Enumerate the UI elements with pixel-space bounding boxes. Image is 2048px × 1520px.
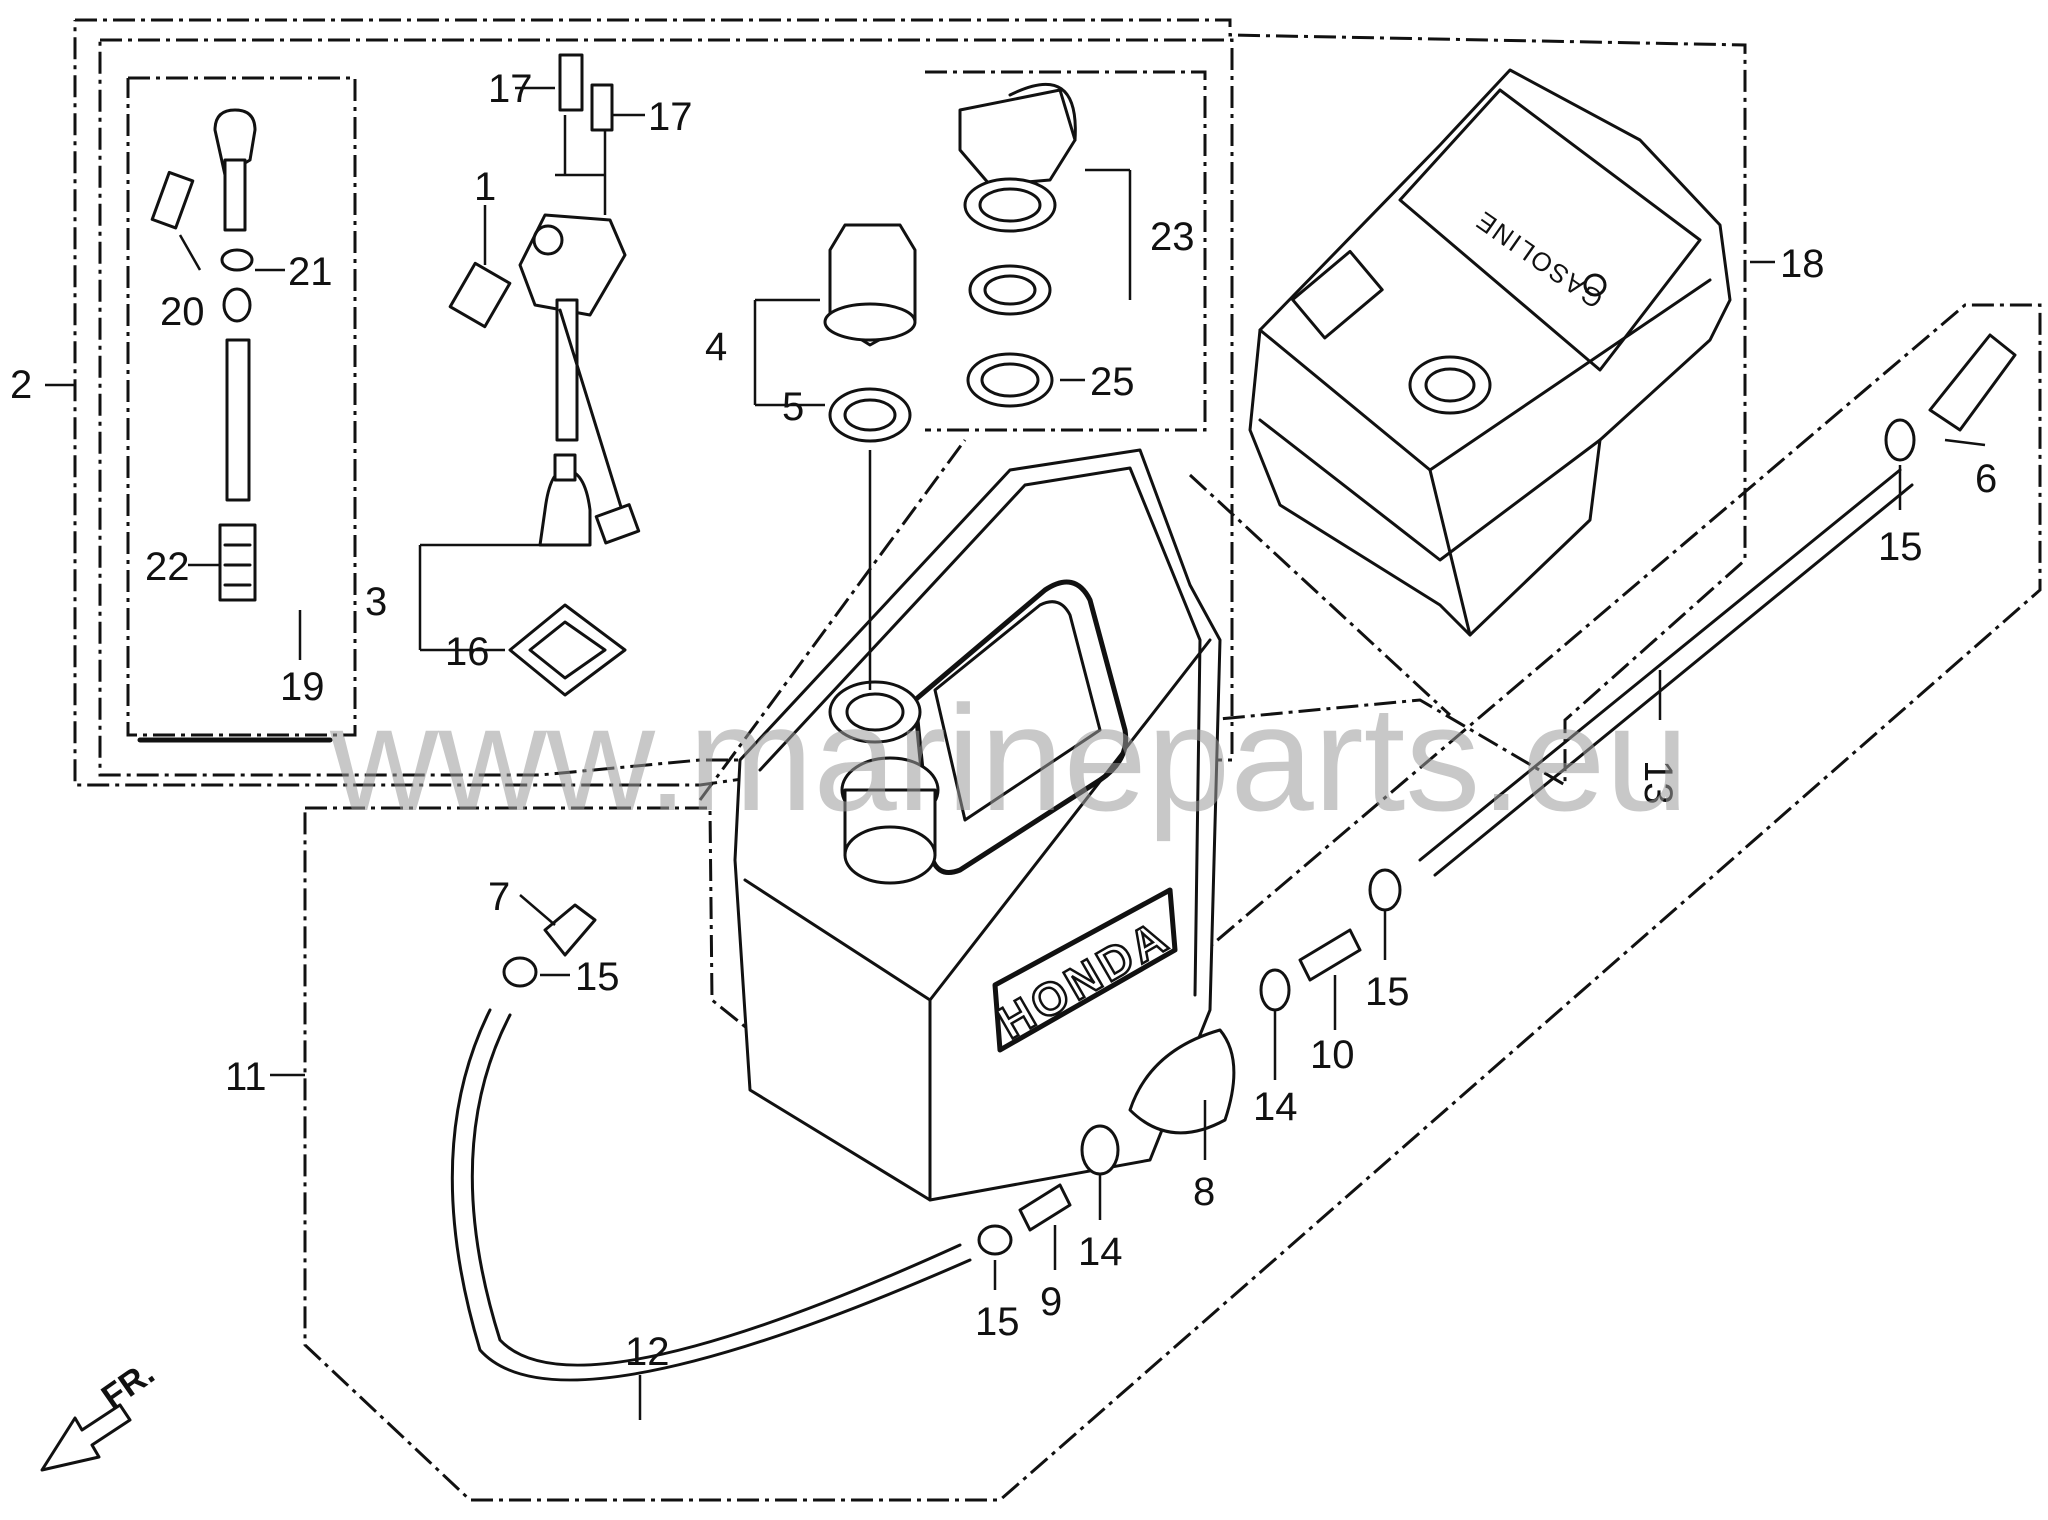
callout-4: 4	[705, 325, 727, 369]
callout-10: 10	[1310, 1033, 1355, 1077]
callout-17-right: 17	[648, 95, 693, 139]
callout-6: 6	[1975, 457, 1997, 501]
front-direction-marker: FR.	[40, 1354, 162, 1472]
callout-7: 7	[488, 875, 510, 919]
watermark: www.marineparts.eu	[329, 674, 1689, 842]
callout-19: 19	[280, 665, 325, 709]
callout-12: 12	[625, 1330, 670, 1374]
callout-20: 20	[160, 290, 205, 334]
callout-15-bottom: 15	[975, 1300, 1020, 1344]
group-outline-outer	[98, 38, 1234, 777]
callout-18: 18	[1780, 242, 1825, 286]
fuel-tank: HONDA	[733, 448, 1222, 1202]
callout-5: 5	[782, 385, 804, 429]
callout-1: 1	[474, 165, 496, 209]
callout-15-middle: 15	[1365, 970, 1410, 1014]
callout-15-top-right: 15	[1878, 525, 1923, 569]
callout-15-left: 15	[575, 955, 620, 999]
callout-9: 9	[1040, 1280, 1062, 1324]
front-arrow-icon	[40, 1403, 132, 1472]
fuel-gauge-assembly	[448, 53, 641, 697]
callout-16: 16	[445, 630, 490, 674]
callout-13: 13	[1636, 760, 1680, 805]
callout-23: 23	[1150, 215, 1195, 259]
leader-lines	[45, 86, 1986, 1420]
group-outline-tank-divider	[698, 439, 967, 801]
cover-emblem-icon	[1583, 273, 1607, 297]
fuel-line-assembly	[450, 333, 2017, 1382]
callout-2: 2	[10, 363, 32, 407]
callout-14-bottom: 14	[1078, 1230, 1123, 1274]
callout-21: 21	[288, 250, 333, 294]
callout-14-middle: 14	[1253, 1085, 1298, 1129]
group-outline-19	[126, 76, 357, 737]
callout-labels: 2 17 17 1 20 21 22 19 3 16 4 5 23 25 18 …	[10, 67, 1997, 1374]
tank-cover: GASOLINE	[1248, 68, 1732, 637]
fuel-cap-assembly	[958, 82, 1077, 408]
group-outline-23	[925, 70, 1207, 432]
front-direction-label: FR.	[95, 1354, 162, 1417]
callout-3: 3	[365, 580, 387, 624]
callout-8: 8	[1193, 1170, 1215, 1214]
callout-22: 22	[145, 545, 190, 589]
fuel-pickup-assembly	[137, 108, 333, 743]
group-outline-11	[303, 303, 2042, 1502]
callout-25: 25	[1090, 360, 1135, 404]
vent-cap-assembly	[823, 223, 917, 690]
group-outline-2	[73, 18, 1747, 788]
callout-17-left: 17	[488, 67, 533, 111]
group-outline-cover-divider	[1188, 473, 1452, 717]
callout-11: 11	[225, 1055, 267, 1099]
